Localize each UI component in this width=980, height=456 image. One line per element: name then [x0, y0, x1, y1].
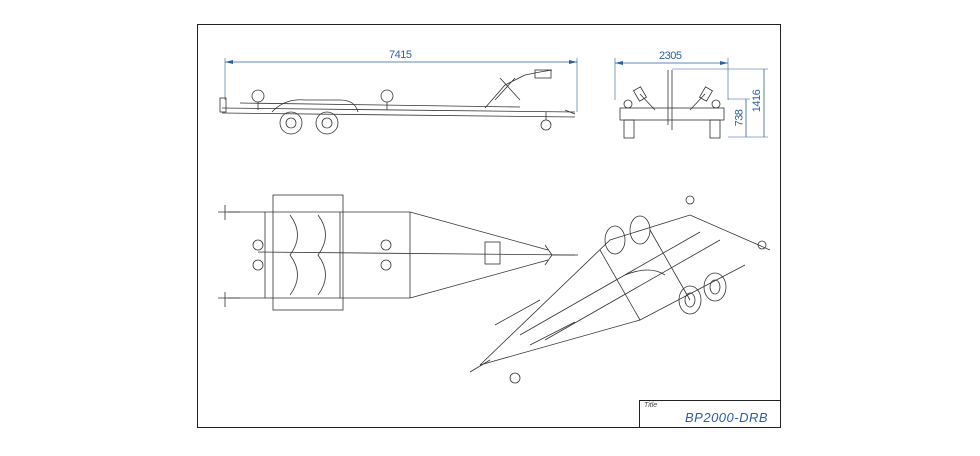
title-label: Title: [644, 402, 658, 409]
dimension-front-height-low: 738: [733, 109, 746, 127]
dimension-side-length: 7415: [389, 49, 412, 61]
isometric-view: [469, 195, 771, 384]
top-view: [218, 194, 578, 311]
front-view: [614, 58, 768, 139]
title-value: BP2000-DRB: [685, 410, 769, 425]
drawing-frame: [197, 24, 781, 428]
side-view: [219, 58, 578, 135]
dimension-front-height-total: 1416: [751, 89, 764, 113]
dimension-front-width: 2305: [659, 50, 682, 62]
title-block: Title BP2000-DRB: [639, 400, 780, 428]
